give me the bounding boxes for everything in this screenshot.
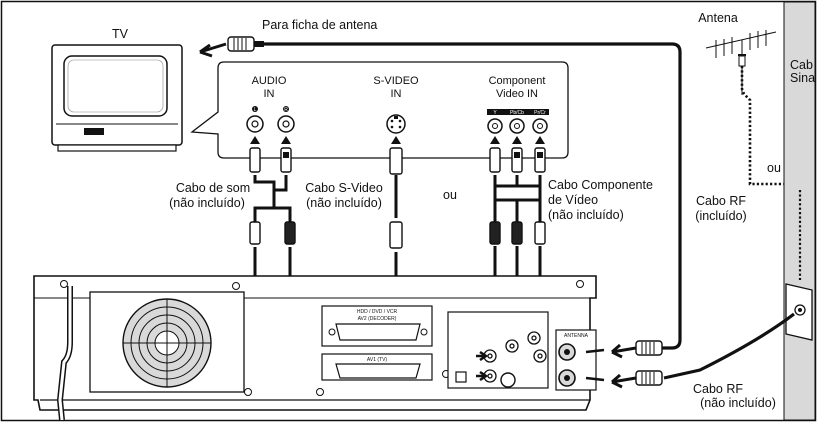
component-plugs-top — [489, 136, 546, 173]
cabo-rf-nao-label-2: (não incluído) — [700, 396, 776, 410]
jack-pb-label: Pb/Cb — [510, 110, 524, 116]
tv-set — [51, 44, 183, 152]
cabo-rf-nao-label-1: Cabo RF — [693, 382, 743, 396]
wall-socket — [785, 283, 813, 341]
rf-arrow-2 — [585, 376, 605, 382]
jack-pr-label: Pr/Cr — [534, 110, 546, 116]
rf-cable-wall — [663, 312, 795, 380]
optical-jack — [455, 371, 467, 383]
audio-l-jack: L — [246, 106, 264, 133]
wall-panel — [783, 1, 816, 421]
audio-in-label-2: IN — [264, 88, 275, 100]
svideo-out-jack — [500, 372, 516, 388]
component-jacks — [487, 118, 548, 134]
hdd-panel-label-1: HDD / DVD / VCR — [357, 309, 398, 315]
cabo-rf-incl-label-2: (incluído) — [695, 209, 746, 223]
recorder-rear: HDD / DVD / VCR AV2 (DECODER) AV1 (TV) A… — [33, 275, 597, 421]
audio-plugs-top — [249, 136, 292, 173]
svideo-in-label-1: S-VIDEO — [373, 75, 419, 87]
cab-sina-label-1: Cab — [790, 58, 813, 72]
jack-y-label: Y — [493, 110, 497, 116]
antena-label: Antena — [698, 11, 738, 25]
para-ficha-label: Para ficha de antena — [262, 18, 377, 32]
ou-right-label: ou — [767, 161, 781, 175]
audio-in-label-1: AUDIO — [252, 75, 287, 87]
rf-arrow-to-tv — [199, 42, 227, 58]
cabo-comp-label-2: de Vídeo — [548, 193, 598, 207]
antenna-icon — [705, 30, 777, 95]
tv-screen — [63, 55, 168, 117]
av1-panel-label: AV1 (TV) — [367, 357, 388, 363]
cabo-som-label-1: Cabo de som — [176, 181, 250, 195]
component-plugs-bottom — [489, 221, 546, 245]
cabo-svideo-label-1: Cabo S-Video — [305, 181, 383, 195]
cabo-svideo-label-2: (não incluído) — [306, 196, 382, 210]
svideo-plug-bottom — [389, 221, 403, 249]
audio-plugs-bottom — [249, 221, 296, 245]
component-in-label-1: Component — [489, 75, 546, 87]
rf-plug-in — [611, 340, 663, 359]
cabo-comp-label-1: Cabo Componente — [548, 178, 653, 192]
svideo-in-label-2: IN — [391, 88, 402, 100]
ou-mid-label: ou — [443, 188, 457, 202]
tv-display — [84, 128, 104, 135]
antenna-wire-dotted — [740, 66, 784, 186]
cabo-rf-incl-label-1: Cabo RF — [696, 194, 746, 208]
tv-callout-balloon — [190, 61, 569, 159]
cabo-comp-label-3: (não incluído) — [548, 208, 624, 222]
scart-av1 — [335, 363, 421, 379]
cabo-som-label-2: (não incluído) — [169, 196, 245, 210]
cab-sina-label-2: Sina — [790, 71, 815, 85]
antenna-panel-label: ANTENNA — [564, 333, 589, 339]
audio-arrow-1 — [476, 350, 489, 362]
scart-av2 — [335, 323, 421, 341]
rf-cable-tv — [264, 42, 682, 350]
audio-r-jack: R — [277, 106, 295, 133]
svideo-jack — [386, 114, 406, 134]
tv-label: TV — [112, 27, 129, 41]
component-in-label-2: Video IN — [496, 88, 538, 100]
svg-text:L: L — [254, 107, 257, 113]
svideo-plug-top — [389, 147, 403, 175]
audio-arrow-2 — [476, 370, 489, 382]
rf-arrow-1 — [585, 348, 605, 354]
rf-plug-top — [227, 36, 264, 52]
hdd-panel-label-2: AV2 (DECODER) — [358, 316, 397, 322]
rf-plug-out — [611, 370, 663, 389]
svg-text:R: R — [284, 107, 288, 113]
